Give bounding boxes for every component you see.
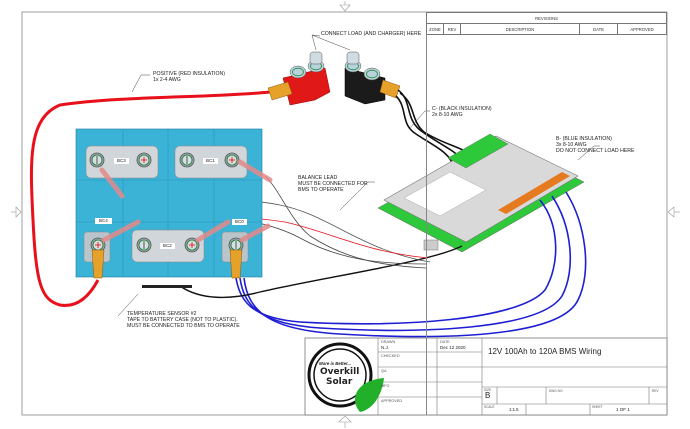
balance-lead-sleeves	[99, 159, 273, 243]
positive-terminal-post	[267, 51, 331, 106]
callout-positive-line2: 1x 2-4 AWG	[153, 76, 181, 83]
size-value: B	[485, 391, 491, 400]
bms-board	[377, 133, 585, 253]
logo-tagline: More is Better...	[319, 361, 351, 366]
sheet-label: SHEET	[592, 405, 603, 409]
cell-label-bc0: BC0	[232, 219, 247, 225]
scale-value: 1:1.5	[509, 407, 519, 412]
callout-temp-line2: TAPE TO BATTERY CASE (NOT TO PLASTIC).	[127, 316, 238, 323]
revisions-column-rule	[426, 34, 427, 415]
callout-positive: POSITIVE (RED INSULATION)1x 2-4 AWG	[153, 71, 225, 84]
callout-connect-load: CONNECT LOAD (AND CHARGER) HERE	[321, 31, 422, 37]
sheet-value: 1 OF 1	[616, 407, 630, 412]
logo-name-line1: Overkill	[320, 367, 360, 377]
bminus-blue-wires	[235, 191, 587, 338]
drawn-value: N.J.	[381, 345, 390, 350]
callout-cminus: C- (BLACK INSULATION)2x 8-10 AWG	[432, 106, 492, 119]
callout-leaders	[117, 34, 600, 317]
rev-col-zone: ZONE	[426, 23, 444, 35]
scale-label: SCALE	[484, 405, 495, 409]
size-label: SIZE	[484, 388, 492, 392]
date-value: Dec 12 2020	[440, 345, 466, 350]
positive-red-wire	[29, 90, 271, 307]
cell-label-bc2: BC2	[160, 243, 175, 249]
cell-label-bc1: BC1	[203, 158, 218, 164]
drawn-label: DRAWN	[381, 340, 396, 344]
rev-col-rev: REV	[443, 23, 461, 35]
callout-balance-line3: BMS TO OPERATE	[298, 186, 344, 193]
approved-label: APPROVED	[381, 399, 403, 403]
revisions-table: REVISIONS ZONE REV DESCRIPTION DATE APPR…	[426, 12, 667, 35]
callout-temp-line1: TEMPERATURE SENSOR #2	[127, 311, 197, 317]
callout-balance-line1: BALANCE LEAD	[298, 175, 338, 181]
cell-label-bc4: BC4	[95, 218, 112, 224]
center-mark-top	[339, 1, 351, 12]
callout-cminus-line1: C- (BLACK INSULATION)	[432, 106, 492, 112]
negative-terminal-post	[344, 51, 401, 105]
rev-label: REV	[652, 389, 659, 393]
center-mark-left	[11, 206, 22, 218]
dwg-no-label: DWG NO.	[549, 389, 564, 393]
callout-bminus-line1: B- (BLUE INSULATION)	[556, 136, 612, 142]
logo-name-line2: Solar	[326, 377, 353, 387]
qa-label: QA	[381, 369, 387, 373]
rev-col-approved: APPROVED	[617, 23, 667, 35]
rev-col-date: DATE	[579, 23, 618, 35]
drawing-title: 12V 100Ah to 120A BMS Wiring	[488, 347, 602, 356]
callout-cminus-line2: 2x 8-10 AWG	[432, 111, 463, 118]
callout-bminus-line3: DO NOT CONNECT LOAD HERE	[556, 147, 635, 154]
temperature-sensor-probe	[142, 285, 192, 288]
center-mark-bottom	[338, 415, 352, 428]
callout-temp-line3: MUST BE CONNECTED TO BMS TO OPERATE	[127, 322, 240, 329]
callout-bminus-line2: 3x 8-10 AWG	[556, 141, 587, 148]
rev-col-description: DESCRIPTION	[460, 23, 580, 35]
callout-positive-line1: POSITIVE (RED INSULATION)	[153, 71, 225, 77]
revisions-title: REVISIONS	[426, 12, 667, 24]
center-mark-right	[667, 206, 680, 218]
copper-lugs	[91, 249, 243, 279]
overkill-solar-logo	[307, 342, 384, 412]
checked-label: CHECKED	[381, 354, 400, 358]
callout-balance-line2: MUST BE CONNECTED FOR	[298, 180, 368, 187]
date-label: DATE	[440, 340, 450, 344]
mfg-label: MFG	[381, 384, 390, 388]
cell-label-bc3: BC3	[114, 158, 129, 164]
